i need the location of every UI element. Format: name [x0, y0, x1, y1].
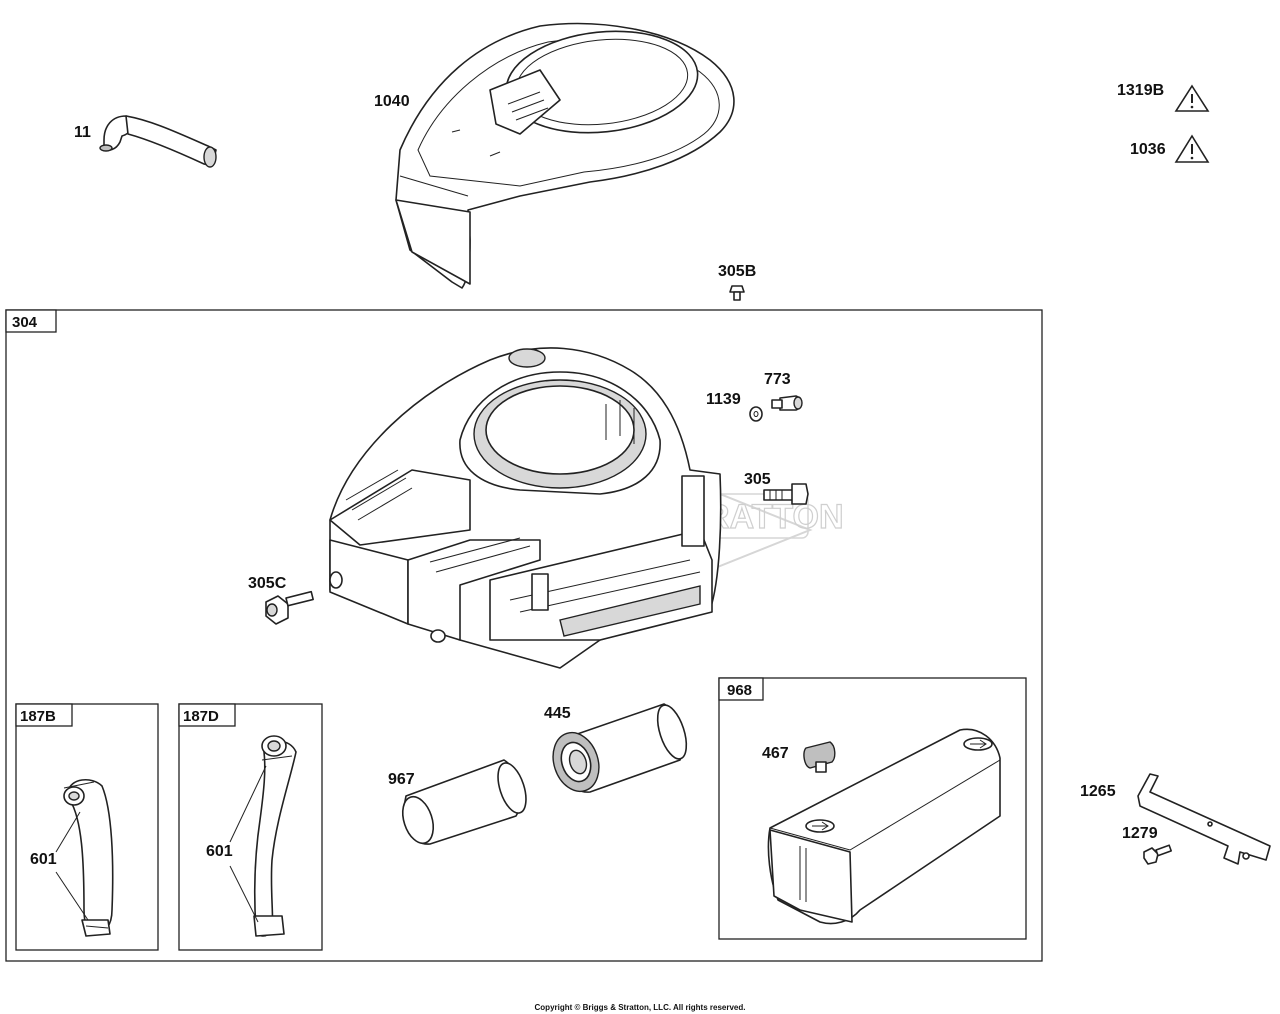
label-305c: 305C — [248, 575, 287, 592]
label-601-a: 601 — [30, 851, 57, 868]
label-601-b: 601 — [206, 843, 233, 860]
label-467: 467 — [762, 745, 789, 762]
label-11: 11 — [74, 124, 91, 141]
warning-triangle-icon — [1174, 84, 1210, 112]
label-1279: 1279 — [1122, 825, 1158, 842]
leader-601-b-top — [229, 765, 267, 843]
label-304: 304 — [12, 314, 38, 331]
label-187d: 187D — [183, 708, 219, 725]
label-1036: 1036 — [1130, 141, 1166, 158]
part-1040-shroud-cover — [395, 22, 735, 289]
label-1139: 1139 — [706, 391, 741, 408]
part-304-blower-housing — [329, 347, 722, 669]
part-305b-screw — [729, 285, 745, 301]
leader-601-b-bottom — [229, 865, 259, 923]
label-305b: 305B — [718, 263, 756, 280]
part-305c-bolt — [265, 590, 314, 625]
part-968-air-cleaner-cover — [767, 728, 1001, 925]
part-305-bolt — [763, 483, 809, 505]
kit-187b-frame — [15, 703, 159, 951]
label-968: 968 — [727, 682, 752, 699]
leader-601-a-top — [55, 811, 81, 853]
label-1265: 1265 — [1080, 783, 1116, 800]
kit-187d-frame — [178, 703, 323, 951]
label-445: 445 — [544, 705, 571, 722]
label-305: 305 — [744, 471, 771, 488]
kit-968-frame — [718, 677, 1027, 940]
leader-601-a-bottom — [55, 871, 89, 921]
part-1265-bracket — [1137, 773, 1271, 865]
part-187b-tube — [63, 779, 114, 937]
part-445-air-filter — [552, 703, 688, 793]
part-187d-tube — [253, 735, 297, 937]
label-967: 967 — [388, 771, 415, 788]
part-967-pre-filter — [401, 759, 527, 845]
kit-304-tag — [5, 309, 57, 333]
part-773-pin — [771, 395, 803, 411]
part-1139-washer — [749, 406, 763, 422]
label-1040: 1040 — [374, 93, 410, 110]
part-1279-screw — [1143, 844, 1173, 865]
warning-triangle-icon — [1174, 134, 1210, 163]
label-187b: 187B — [20, 708, 56, 725]
part-467-knob — [803, 741, 836, 773]
label-1319b: 1319B — [1117, 82, 1164, 99]
part-11-breather-tube — [99, 115, 217, 168]
kit-304-frame — [5, 309, 1043, 962]
copyright-notice: Copyright © Briggs & Stratton, LLC. All … — [535, 1003, 746, 1012]
label-773: 773 — [764, 371, 791, 388]
